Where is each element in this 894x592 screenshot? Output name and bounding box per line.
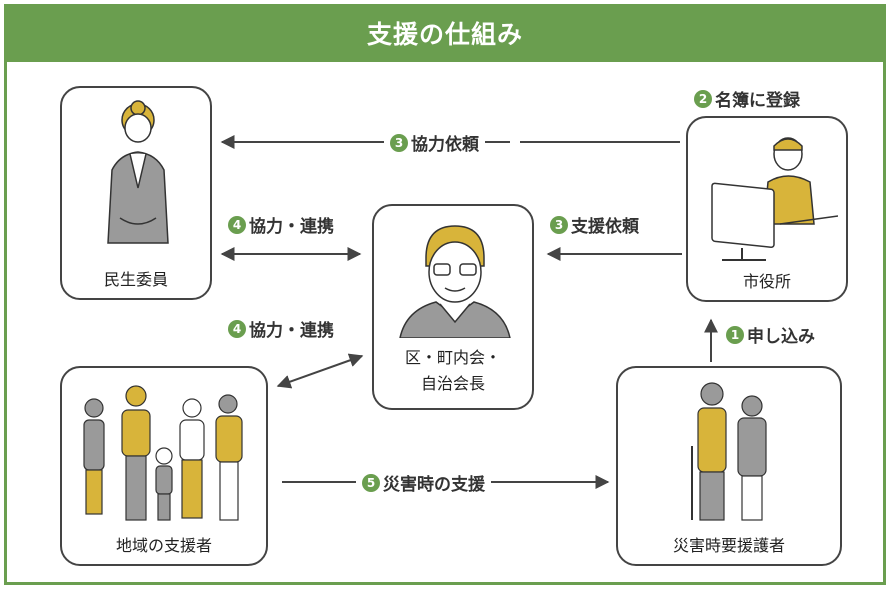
family-group-icon: [83, 385, 243, 521]
node-shiensha-label: 地域の支援者: [115, 536, 212, 555]
node-minsei-label: 民生委員: [103, 270, 168, 289]
step-2-label: 名簿に登録: [715, 91, 800, 111]
step-3a-label: 協力依頼: [411, 135, 479, 155]
node-chonaikai-label-1: 区・町内会・: [404, 348, 501, 367]
node-chonaikai-label-2: 自治会長: [420, 374, 485, 393]
elderly-couple-icon: [691, 382, 767, 521]
node-yoengo: 災害時要援護者: [616, 366, 842, 566]
step-number-badge: 5: [362, 473, 380, 492]
node-chonaikai: 区・町内会・ 自治会長: [372, 204, 534, 410]
step-3b-label: 支援依頼: [571, 217, 639, 237]
step-number-badge: 4: [228, 215, 246, 234]
step-number-badge: 3: [550, 215, 568, 234]
step-number-badge: 4: [228, 319, 246, 338]
step-number-badge: 2: [694, 89, 712, 108]
node-shiyakusho-label: 市役所: [742, 272, 791, 291]
elderly-man-icon: [399, 225, 511, 338]
woman-icon: [107, 100, 169, 244]
step-number-badge: 1: [726, 325, 744, 344]
node-minsei: 民生委員: [60, 86, 212, 300]
step-5-label: 災害時の支援: [383, 475, 485, 495]
step-4b-label: 協力・連携: [249, 321, 334, 341]
arrow-shiensha-chonaikai: [276, 353, 364, 389]
city-worker-icon: [711, 137, 838, 261]
node-yoengo-label: 災害時要援護者: [672, 536, 785, 555]
step-number-badge: 3: [390, 133, 408, 152]
node-shiensha: 地域の支援者: [60, 366, 268, 566]
node-shiyakusho: 市役所: [686, 116, 848, 302]
step-4a-label: 協力・連携: [249, 217, 334, 237]
page-title: 支援の仕組み: [4, 4, 886, 62]
step-1-label: 申し込み: [747, 327, 815, 347]
